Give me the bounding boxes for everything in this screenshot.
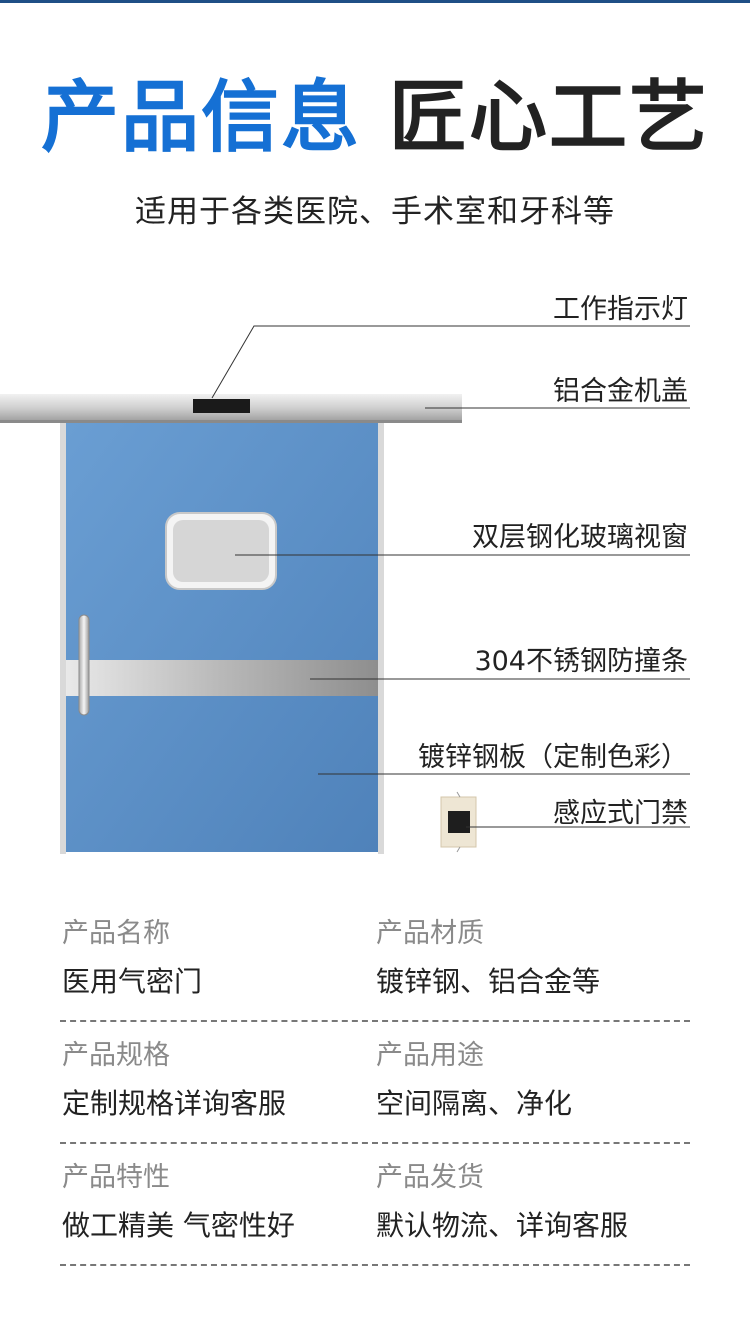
spec-row: 产品名称 医用气密门 产品材质 镀锌钢、铝合金等	[60, 900, 690, 1022]
spec-label: 产品规格	[62, 1040, 170, 1071]
cover-shadow	[0, 420, 462, 423]
spec-label: 产品材质	[376, 918, 484, 949]
spec-value: 镀锌钢、铝合金等	[376, 965, 601, 998]
window-glass	[173, 520, 269, 582]
spec-item: 产品名称 医用气密门	[62, 914, 202, 1002]
title-dark: 匠心工艺	[389, 73, 710, 163]
spec-label: 产品用途	[376, 1040, 484, 1071]
spec-item: 产品规格 定制规格详询客服	[62, 1036, 286, 1124]
title-blue: 产品信息	[40, 73, 361, 163]
access-reader	[440, 796, 477, 848]
spec-value: 医用气密门	[62, 965, 203, 998]
page-subtitle: 适用于各类医院、手术室和牙科等	[135, 194, 615, 230]
spec-label: 产品特性	[62, 1162, 170, 1193]
spec-table: 产品名称 医用气密门 产品材质 镀锌钢、铝合金等 产品规格 定制规格详询客服 产…	[60, 900, 690, 1266]
spec-value: 默认物流、详询客服	[376, 1209, 629, 1242]
bumper-strip	[66, 660, 378, 696]
door-illustration	[0, 325, 690, 854]
door-handle	[78, 614, 90, 716]
spec-item: 产品材质 镀锌钢、铝合金等	[376, 914, 600, 1002]
spec-item: 产品特性 做工精美 气密性好	[62, 1158, 295, 1246]
spec-value: 空间隔离、净化	[376, 1087, 573, 1120]
spec-label: 产品发货	[376, 1162, 484, 1193]
indicator-light	[193, 399, 250, 413]
callout-access-control: 感应式门禁	[553, 798, 688, 829]
spec-value: 做工精美 气密性好	[62, 1209, 295, 1242]
page-title: 产品信息匠心工艺	[0, 70, 750, 166]
spec-row: 产品规格 定制规格详询客服 产品用途 空间隔离、净化	[60, 1022, 690, 1144]
spec-value: 定制规格详询客服	[62, 1087, 287, 1120]
callout-window: 双层钢化玻璃视窗	[472, 522, 688, 553]
door-diagram: 工作指示灯 铝合金机盖 双层钢化玻璃视窗 304不锈钢防撞条 镀锌钢板（定制色彩…	[0, 270, 750, 870]
access-reader-screen	[448, 811, 470, 833]
frame-left-post	[60, 420, 66, 854]
top-border	[0, 0, 750, 3]
spec-label: 产品名称	[62, 918, 170, 949]
door-panel	[66, 422, 378, 852]
callout-lines	[211, 325, 690, 828]
spec-item: 产品用途 空间隔离、净化	[376, 1036, 572, 1124]
spec-item: 产品发货 默认物流、详询客服	[376, 1158, 628, 1246]
spec-row: 产品特性 做工精美 气密性好 产品发货 默认物流、详询客服	[60, 1144, 690, 1266]
callout-aluminum-cover: 铝合金机盖	[553, 376, 688, 407]
frame-right-post	[378, 420, 384, 854]
callout-indicator-light: 工作指示灯	[553, 294, 688, 325]
callout-door-panel: 镀锌钢板（定制色彩）	[418, 742, 688, 773]
callout-bumper-strip: 304不锈钢防撞条	[474, 646, 688, 677]
